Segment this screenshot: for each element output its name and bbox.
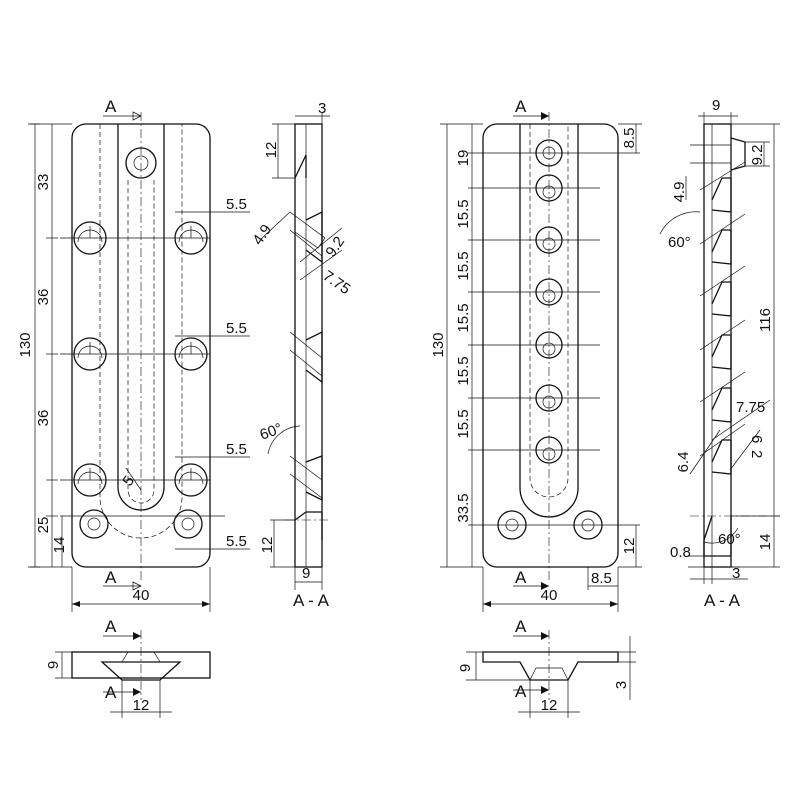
- right-bottom-view-outline: [482, 651, 619, 681]
- dim-left-hole-offset-2: 5.5: [226, 320, 247, 337]
- section-mark-a-bottom: A: [105, 568, 117, 587]
- right-vertical-dimensions: [440, 123, 483, 568]
- dim-right-top-offset: 8.5: [621, 128, 638, 149]
- left-section-body: [294, 123, 323, 568]
- left-slot-hidden: [99, 124, 183, 539]
- right-slot-outline: [519, 124, 579, 518]
- dim-right-width: 40: [541, 587, 558, 604]
- dim-right-length: 130: [430, 332, 447, 357]
- dim-right-spacing-bottom: 33.5: [455, 493, 472, 522]
- section-mark-a-top: A: [105, 97, 117, 116]
- section-mark-a-right-top: A: [515, 97, 527, 116]
- dim-right-hole-length: 116: [757, 308, 774, 332]
- section-mark-a-bottom-view-top: A: [105, 617, 117, 636]
- dim-right-hole-dia-b: 6.4: [675, 452, 692, 473]
- left-bottom-view: A A 9 12: [45, 617, 211, 718]
- dim-left-spacing-mid-2: 36: [35, 410, 52, 427]
- right-section-title: A - A: [704, 591, 741, 610]
- section-mark-a-bottom-view-bottom: A: [105, 683, 117, 702]
- dim-left-width: 40: [133, 587, 150, 604]
- dim-right-base-offset: 14: [757, 534, 774, 551]
- dim-right-hole-dia-c: 6: [748, 435, 765, 443]
- dim-left-hole-offset-4: 5.5: [226, 533, 247, 550]
- hole-shading: [77, 226, 103, 243]
- section-mark-a-right-bottom-view-bottom: A: [515, 682, 527, 701]
- dim-right-bottom-view-height: 9: [457, 664, 474, 672]
- hole-shading: [178, 342, 204, 359]
- left-section-countersink-top: [294, 154, 307, 179]
- dim-left-length: 130: [17, 332, 34, 357]
- section-mark-a-right-bottom: A: [515, 568, 527, 587]
- dim-right-spacing-4: 15.5: [455, 356, 472, 385]
- dim-left-slot-radius: 5: [119, 473, 138, 490]
- dim-left-spacing-mid-1: 36: [35, 289, 52, 306]
- hole: [173, 509, 203, 539]
- dim-right-spacing-2: 15.5: [455, 251, 472, 280]
- hole-shading: [178, 468, 204, 485]
- right-screw-holes: [497, 139, 603, 540]
- dim-right-head-dia: 9.2: [749, 145, 766, 166]
- dim-left-spacing-bottom: 25: [35, 517, 52, 534]
- right-hole-centerlines: [468, 152, 640, 526]
- dim-right-hole-dia-d: 2: [748, 450, 765, 458]
- dim-left-bottom-view-height: 9: [45, 661, 62, 669]
- right-section-view: 9 9.2 4.9 60° 116 7.75 6.4 6 2 60° 0.8 3…: [659, 97, 780, 610]
- right-section-countersinks: [699, 161, 746, 475]
- dim-left-section-top-offset: 12: [263, 142, 280, 159]
- dim-right-side-offset: 8.5: [591, 570, 612, 587]
- dim-right-bottom-view-width: 12: [541, 697, 558, 714]
- dim-right-countersink-angle-bottom: 60°: [718, 531, 741, 548]
- hole-inner: [181, 517, 195, 531]
- dim-left-countersink-depth: 4.9: [249, 221, 275, 248]
- dim-left-spacing-top: 33: [35, 174, 52, 191]
- left-slot-outline: [117, 124, 165, 511]
- dim-right-section-thickness: 9: [712, 97, 720, 114]
- right-plate-outline: [482, 123, 619, 568]
- hole-shading: [178, 226, 204, 243]
- hole-shading: [77, 468, 103, 485]
- dim-right-spacing-3: 15.5: [455, 303, 472, 332]
- dim-left-countersink-angle: 60°: [258, 420, 285, 444]
- dim-left-section-bottom-offset: 12: [259, 537, 276, 554]
- dim-left-hole-offset-1: 5.5: [226, 196, 247, 213]
- dim-left-section-thickness: 9: [302, 565, 310, 582]
- dim-right-hole-dia-a: 7.75: [736, 399, 765, 416]
- dim-left-countersink-dia: 9.2: [322, 233, 348, 260]
- left-vertical-dimensions: [28, 123, 72, 568]
- dim-left-bottom-view-width: 12: [133, 697, 150, 714]
- dim-right-countersink-angle-top: 60°: [668, 234, 691, 251]
- dim-right-spacing-5: 15.5: [455, 409, 472, 438]
- dim-right-bottom-view-depth: 3: [613, 681, 630, 689]
- dim-left-bottom-hole-offset: 14: [51, 537, 68, 554]
- left-section-title: A - A: [293, 591, 330, 610]
- dim-right-countersink-depth: 4.9: [671, 182, 688, 203]
- hole: [79, 509, 109, 539]
- left-section-view: 3 12 4.9 9.2 7.75 60° 12 9 A - A: [249, 100, 353, 610]
- left-slot-top-hole-inner: [133, 155, 149, 171]
- left-front-view: A A 130 33 36 36 25 14 40: [17, 97, 250, 612]
- dim-right-spacing-top: 19: [455, 150, 472, 167]
- left-hole-centerlines: [60, 237, 225, 517]
- dim-right-wall: 0.8: [670, 544, 691, 561]
- dim-left-section-thickness-top: 3: [318, 100, 326, 117]
- hole-shading: [77, 342, 103, 359]
- section-mark-a-right-bottom-view-top: A: [515, 617, 527, 636]
- dim-left-countersink-hole: 7.75: [320, 267, 354, 298]
- left-screw-holes: [73, 221, 208, 539]
- right-front-view: A A 130 19 15.5 15.5 15.5 15.5 15.5 33.5…: [430, 97, 642, 612]
- right-bottom-view: A A 9 12 3: [457, 617, 636, 718]
- dim-right-bottom-offset: 12: [621, 538, 638, 555]
- dim-left-hole-offset-3: 5.5: [226, 441, 247, 458]
- dim-right-spacing-1: 15.5: [455, 199, 472, 228]
- hole-inner: [87, 517, 101, 531]
- left-slot-inner-hidden: [127, 180, 155, 504]
- left-slot-top-hole: [125, 147, 157, 179]
- dim-right-base-thickness: 3: [732, 565, 740, 582]
